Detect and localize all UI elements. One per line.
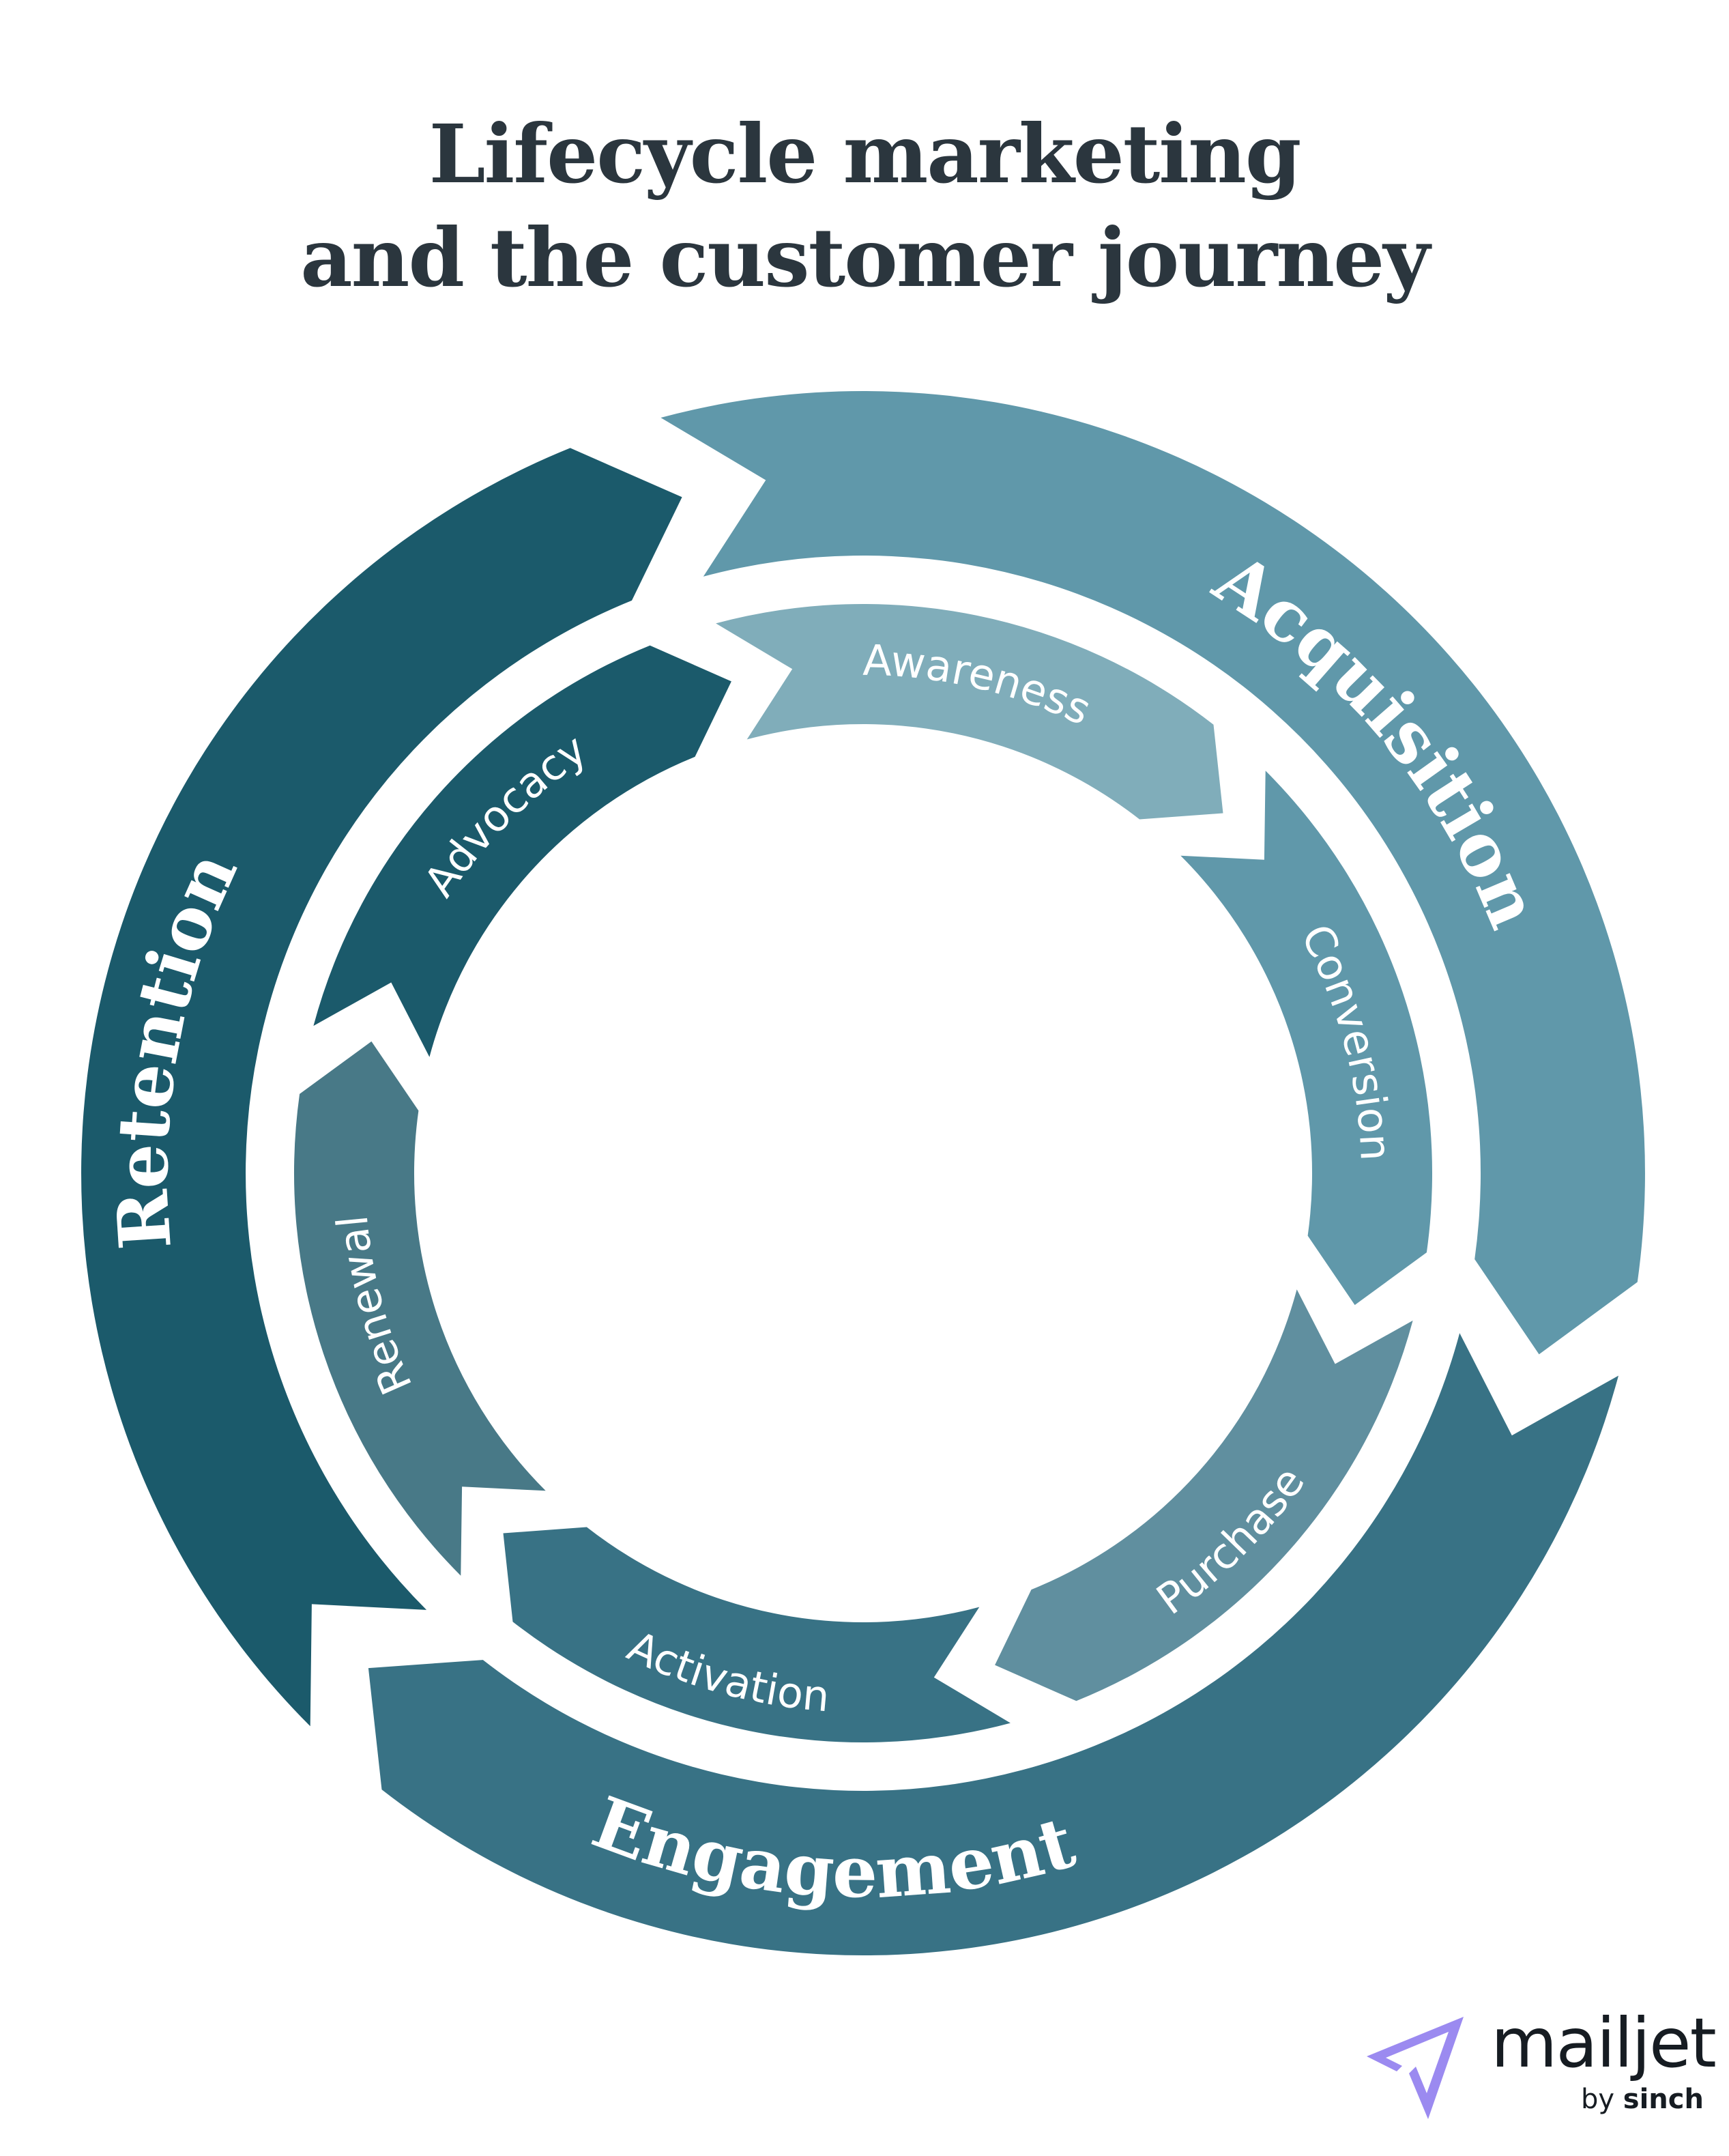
inner-segment-awareness: Awareness	[716, 603, 1223, 820]
inner-arrow-conversion	[1180, 771, 1433, 1306]
mailjet-logo: mailjet by sinch	[1361, 2003, 1717, 2126]
title-line-1: Lifecycle marketing	[428, 106, 1302, 201]
inner-arrow-advocacy	[313, 645, 731, 1057]
paper-plane-icon	[1367, 2017, 1464, 2119]
inner-arrow-activation	[503, 1527, 1011, 1743]
outer-segment-acquisition: Acquisition	[660, 390, 1645, 1355]
outer-segment-engagement: Engagement	[368, 1333, 1618, 1956]
inner-arrow-purchase	[995, 1289, 1413, 1701]
inner-segment-renewal: Renewal	[293, 1041, 546, 1576]
logo-company: sinch	[1623, 2084, 1704, 2115]
inner-arrow-awareness	[716, 603, 1223, 820]
page-title: Lifecycle marketing and the customer jou…	[0, 102, 1729, 310]
inner-ring: AwarenessConversionPurchaseActivationRen…	[293, 603, 1433, 1743]
inner-segment-conversion: Conversion	[1180, 771, 1433, 1306]
inner-segment-activation: Activation	[503, 1527, 1011, 1743]
outer-arrow-retention	[81, 448, 682, 1727]
outer-arrow-acquisition	[660, 390, 1645, 1355]
title-line-2: and the customer journey	[300, 210, 1430, 305]
logo-byline: by sinch	[1581, 2084, 1704, 2115]
outer-arrow-engagement	[368, 1333, 1618, 1956]
logo-by-text: by	[1581, 2084, 1615, 2115]
logo-wordmark: mailjet	[1491, 2003, 1717, 2083]
inner-arrow-renewal	[293, 1041, 546, 1576]
